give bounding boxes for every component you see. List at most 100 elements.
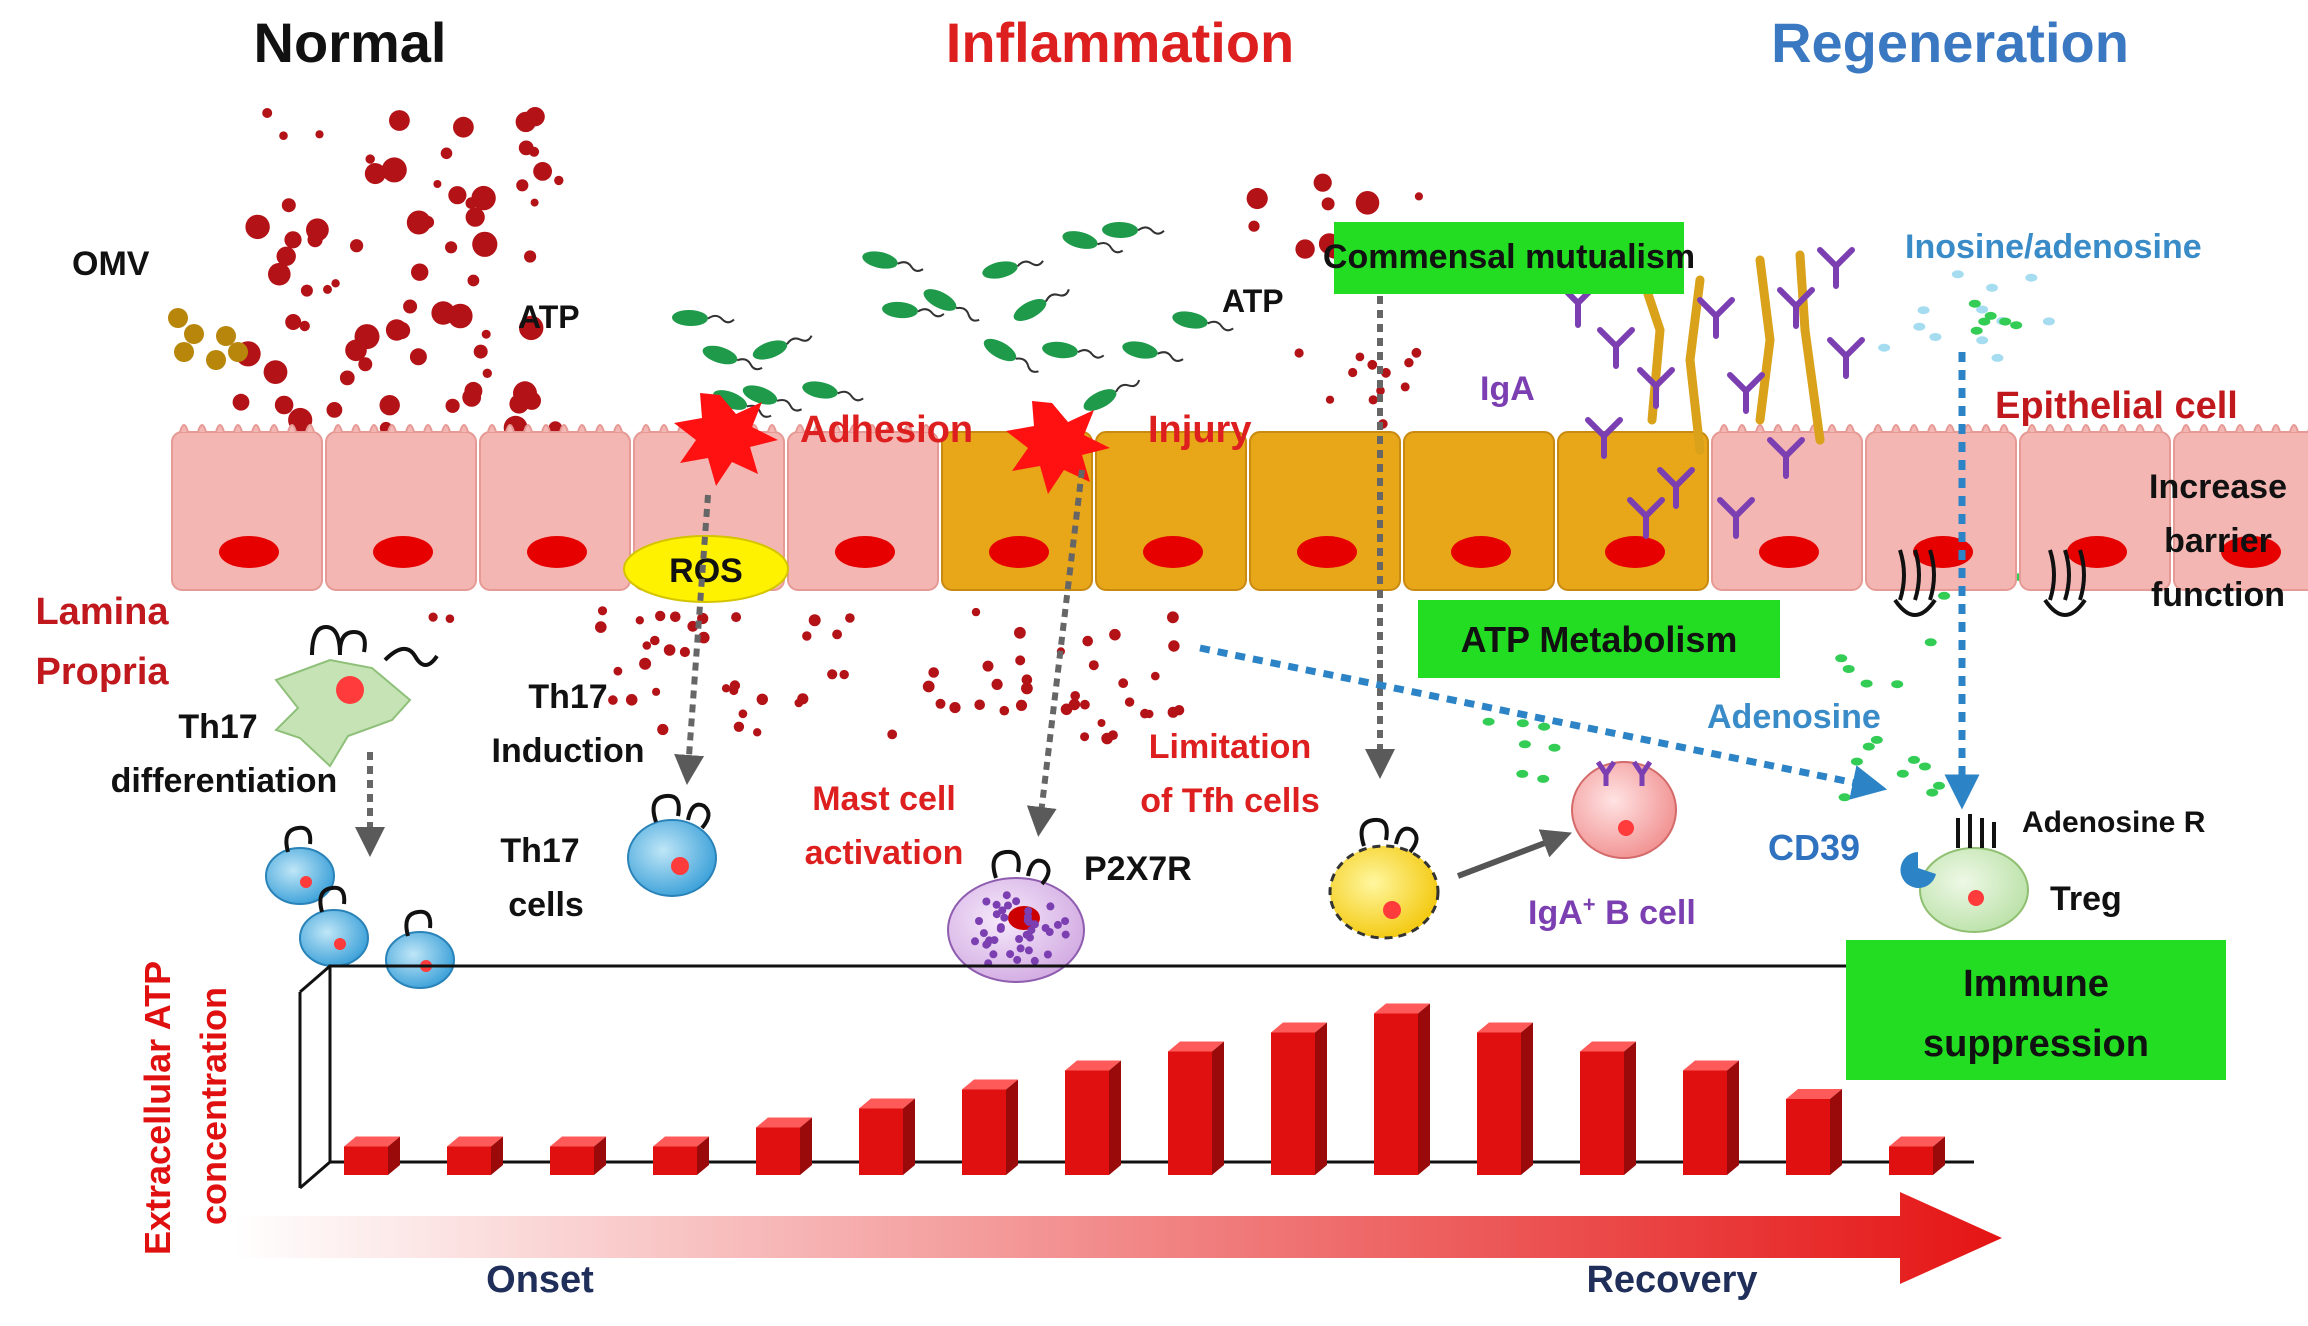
atp-particle xyxy=(1140,708,1150,719)
adenosine-particle xyxy=(1951,270,1964,279)
atp-particle xyxy=(445,614,455,623)
mast-cell-granule xyxy=(1023,916,1032,925)
atp-particle xyxy=(698,631,710,644)
injured-epithelial-cell xyxy=(1557,431,1709,591)
atp-bar-3 xyxy=(550,1136,606,1175)
atp-particle xyxy=(411,263,429,281)
atp-particle xyxy=(1097,719,1106,727)
atp-particle xyxy=(999,705,1010,716)
atp-label-inflammation: ATP xyxy=(1222,283,1284,319)
atp-particle xyxy=(729,686,739,696)
atp-particle xyxy=(652,687,661,696)
mast-cell-granule xyxy=(1004,901,1012,910)
adenosine-particle xyxy=(1850,757,1863,766)
atp-particle xyxy=(663,644,676,656)
atp-particle xyxy=(982,660,994,672)
atp-particle xyxy=(1015,699,1028,712)
phase-title-normal: Normal xyxy=(254,11,447,74)
atp-bar-8 xyxy=(1065,1060,1121,1175)
atp-particle xyxy=(608,695,618,705)
atp-particle xyxy=(657,723,669,736)
atp-bar-14 xyxy=(1683,1060,1739,1175)
adenosine-particle xyxy=(1835,654,1848,663)
atp-particle xyxy=(1325,395,1335,404)
omv-vesicles xyxy=(168,308,248,370)
bacteria xyxy=(672,221,1234,418)
injured-epithelial-cell xyxy=(1403,431,1555,591)
mast-cell-granule xyxy=(1015,935,1024,943)
adenosine-particle xyxy=(1970,326,1983,335)
atp-particle xyxy=(465,197,478,209)
mast-cell-granule xyxy=(982,897,991,906)
atp-particle xyxy=(385,319,408,341)
atp-particle xyxy=(1082,635,1093,647)
atp-particle xyxy=(1348,367,1358,378)
atp-particle xyxy=(839,669,849,680)
atp-particle xyxy=(1381,367,1391,378)
th17-induction-line2: Induction xyxy=(492,732,645,770)
atp-particle xyxy=(1080,699,1090,710)
atp-particle xyxy=(471,185,496,211)
iga-b-cell-label: IgA+ B cell xyxy=(1528,892,1696,933)
epithelial-cell xyxy=(2019,424,2171,591)
atp-particle xyxy=(263,360,288,384)
atp-particle xyxy=(1021,682,1033,695)
mast-cell-granule xyxy=(1046,902,1055,911)
atp-particle xyxy=(922,680,935,693)
atp-particle xyxy=(315,130,324,139)
atp-particle xyxy=(1173,705,1185,716)
tfh-cell xyxy=(1328,817,1440,940)
mast-cell-granule xyxy=(979,929,988,938)
mast-cell-granule xyxy=(1002,891,1011,900)
atp-particle xyxy=(448,186,467,205)
atp-particle xyxy=(300,284,313,297)
atp-particle xyxy=(794,698,804,708)
x-end-label: Recovery xyxy=(1586,1259,1757,1301)
th17-cells-line2: cells xyxy=(508,886,584,924)
bacterium-icon xyxy=(712,390,772,418)
immune-suppression-line1: Immune xyxy=(1963,963,2109,1005)
injured-epithelial-cell xyxy=(1095,431,1247,591)
atp-particle xyxy=(389,110,410,131)
atp-particle xyxy=(473,344,488,359)
atp-bar-13 xyxy=(1580,1041,1636,1175)
atp-particle xyxy=(625,694,638,706)
bacterium-icon xyxy=(802,381,864,402)
atp-particle xyxy=(1313,173,1332,192)
adenosine-particle xyxy=(1929,333,1942,341)
mast-cell-activation-line2: activation xyxy=(805,834,964,872)
atp-particle xyxy=(465,207,485,227)
adenosine-particle xyxy=(1516,719,1529,728)
bacterium-icon xyxy=(882,301,945,319)
atp-particle xyxy=(323,284,332,294)
cd39-label: CD39 xyxy=(1768,827,1860,868)
bacterium-icon xyxy=(752,335,813,360)
epithelial-cell xyxy=(479,424,631,591)
atp-particle xyxy=(331,279,340,288)
injured-epithelial-cell xyxy=(1249,431,1401,591)
adenosine-particle xyxy=(1838,793,1851,802)
cd39-enzyme-icon xyxy=(1900,852,1936,888)
limitation-tfh-line2: of Tfh cells xyxy=(1140,782,1319,820)
atp-particle xyxy=(519,315,544,341)
th17-induction-line1: Th17 xyxy=(528,678,607,716)
p2x7r-label: P2X7R xyxy=(1084,850,1192,888)
atp-particle xyxy=(403,299,418,314)
atp-particle xyxy=(1118,678,1129,689)
atp-particle xyxy=(481,329,491,339)
atp-particle xyxy=(299,320,310,332)
atp-particle xyxy=(509,394,529,414)
atp-particle xyxy=(482,368,492,378)
atp-particle xyxy=(326,402,343,418)
adenosine-particle xyxy=(1978,317,1991,326)
adenosine-particle xyxy=(1968,299,1981,308)
lamina-propria-line2: Propria xyxy=(35,651,169,693)
atp-particle xyxy=(1355,191,1380,215)
adenosine-particle xyxy=(1842,665,1855,673)
atp-particle xyxy=(285,314,302,330)
adenosine-particle xyxy=(1913,322,1926,331)
lamina-propria-line1: Lamina xyxy=(35,591,169,633)
epithelial-cell xyxy=(2173,424,2308,591)
mast-cell-granule xyxy=(992,900,1001,909)
atp-particle xyxy=(345,339,367,362)
